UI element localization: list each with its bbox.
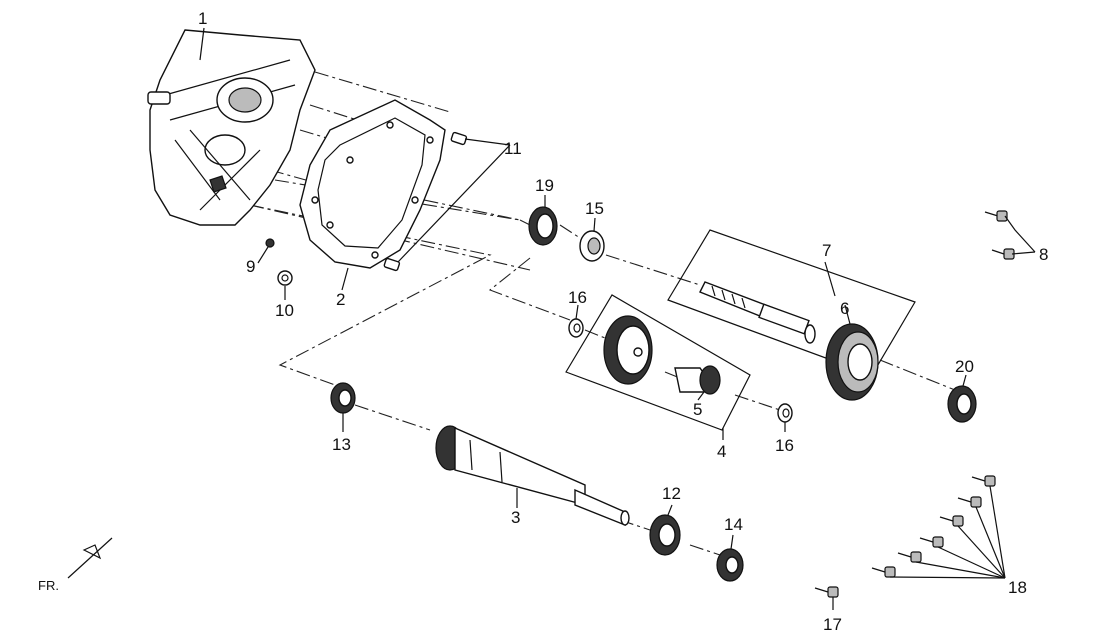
callout-20: 20 — [955, 357, 974, 376]
callout-labels: 1 2 3 4 5 6 7 8 9 10 11 12 13 14 15 16 1… — [198, 9, 1048, 634]
callout-14: 14 — [724, 515, 743, 534]
callout-1: 1 — [198, 9, 207, 28]
callout-18: 18 — [1008, 578, 1027, 597]
part-gasket — [299, 99, 446, 269]
part-washer-14 — [716, 548, 744, 582]
callout-7: 7 — [822, 241, 831, 260]
callout-2: 2 — [336, 290, 345, 309]
part-idler-gear-group — [565, 294, 751, 431]
callout-15: 15 — [585, 199, 604, 218]
callout-3: 3 — [511, 508, 520, 527]
part-bearing-12 — [649, 514, 681, 556]
callout-4: 4 — [717, 442, 726, 461]
part-washer-15 — [579, 230, 605, 262]
callout-16a: 16 — [568, 288, 587, 307]
part-oil-seal-13 — [330, 382, 356, 414]
part-bolts-18 — [871, 475, 996, 578]
part-dowel-pins — [383, 131, 468, 272]
front-direction-indicator: FR. — [38, 537, 113, 593]
part-large-gear — [825, 323, 879, 401]
callout-leader-lines — [199, 27, 1036, 610]
callout-5: 5 — [693, 400, 702, 419]
front-direction-label: FR. — [38, 578, 59, 593]
callout-9: 9 — [246, 257, 255, 276]
part-oil-seal-19 — [528, 206, 558, 246]
callout-11: 11 — [504, 139, 522, 158]
part-crankcase-cover — [147, 29, 316, 226]
part-small-nut-washer — [265, 238, 293, 286]
part-oil-seal-20 — [947, 385, 977, 423]
part-output-shaft-group — [667, 229, 916, 376]
callout-16b: 16 — [775, 436, 794, 455]
part-bolts-8 — [984, 210, 1015, 260]
callout-17: 17 — [823, 615, 842, 634]
callout-12: 12 — [662, 484, 681, 503]
callout-13: 13 — [332, 435, 351, 454]
callout-19: 19 — [535, 176, 554, 195]
part-bolt-17 — [814, 586, 839, 598]
callout-8: 8 — [1039, 245, 1048, 264]
callout-10: 10 — [275, 301, 294, 320]
callout-6: 6 — [840, 299, 849, 318]
part-drive-shaft — [435, 425, 630, 527]
